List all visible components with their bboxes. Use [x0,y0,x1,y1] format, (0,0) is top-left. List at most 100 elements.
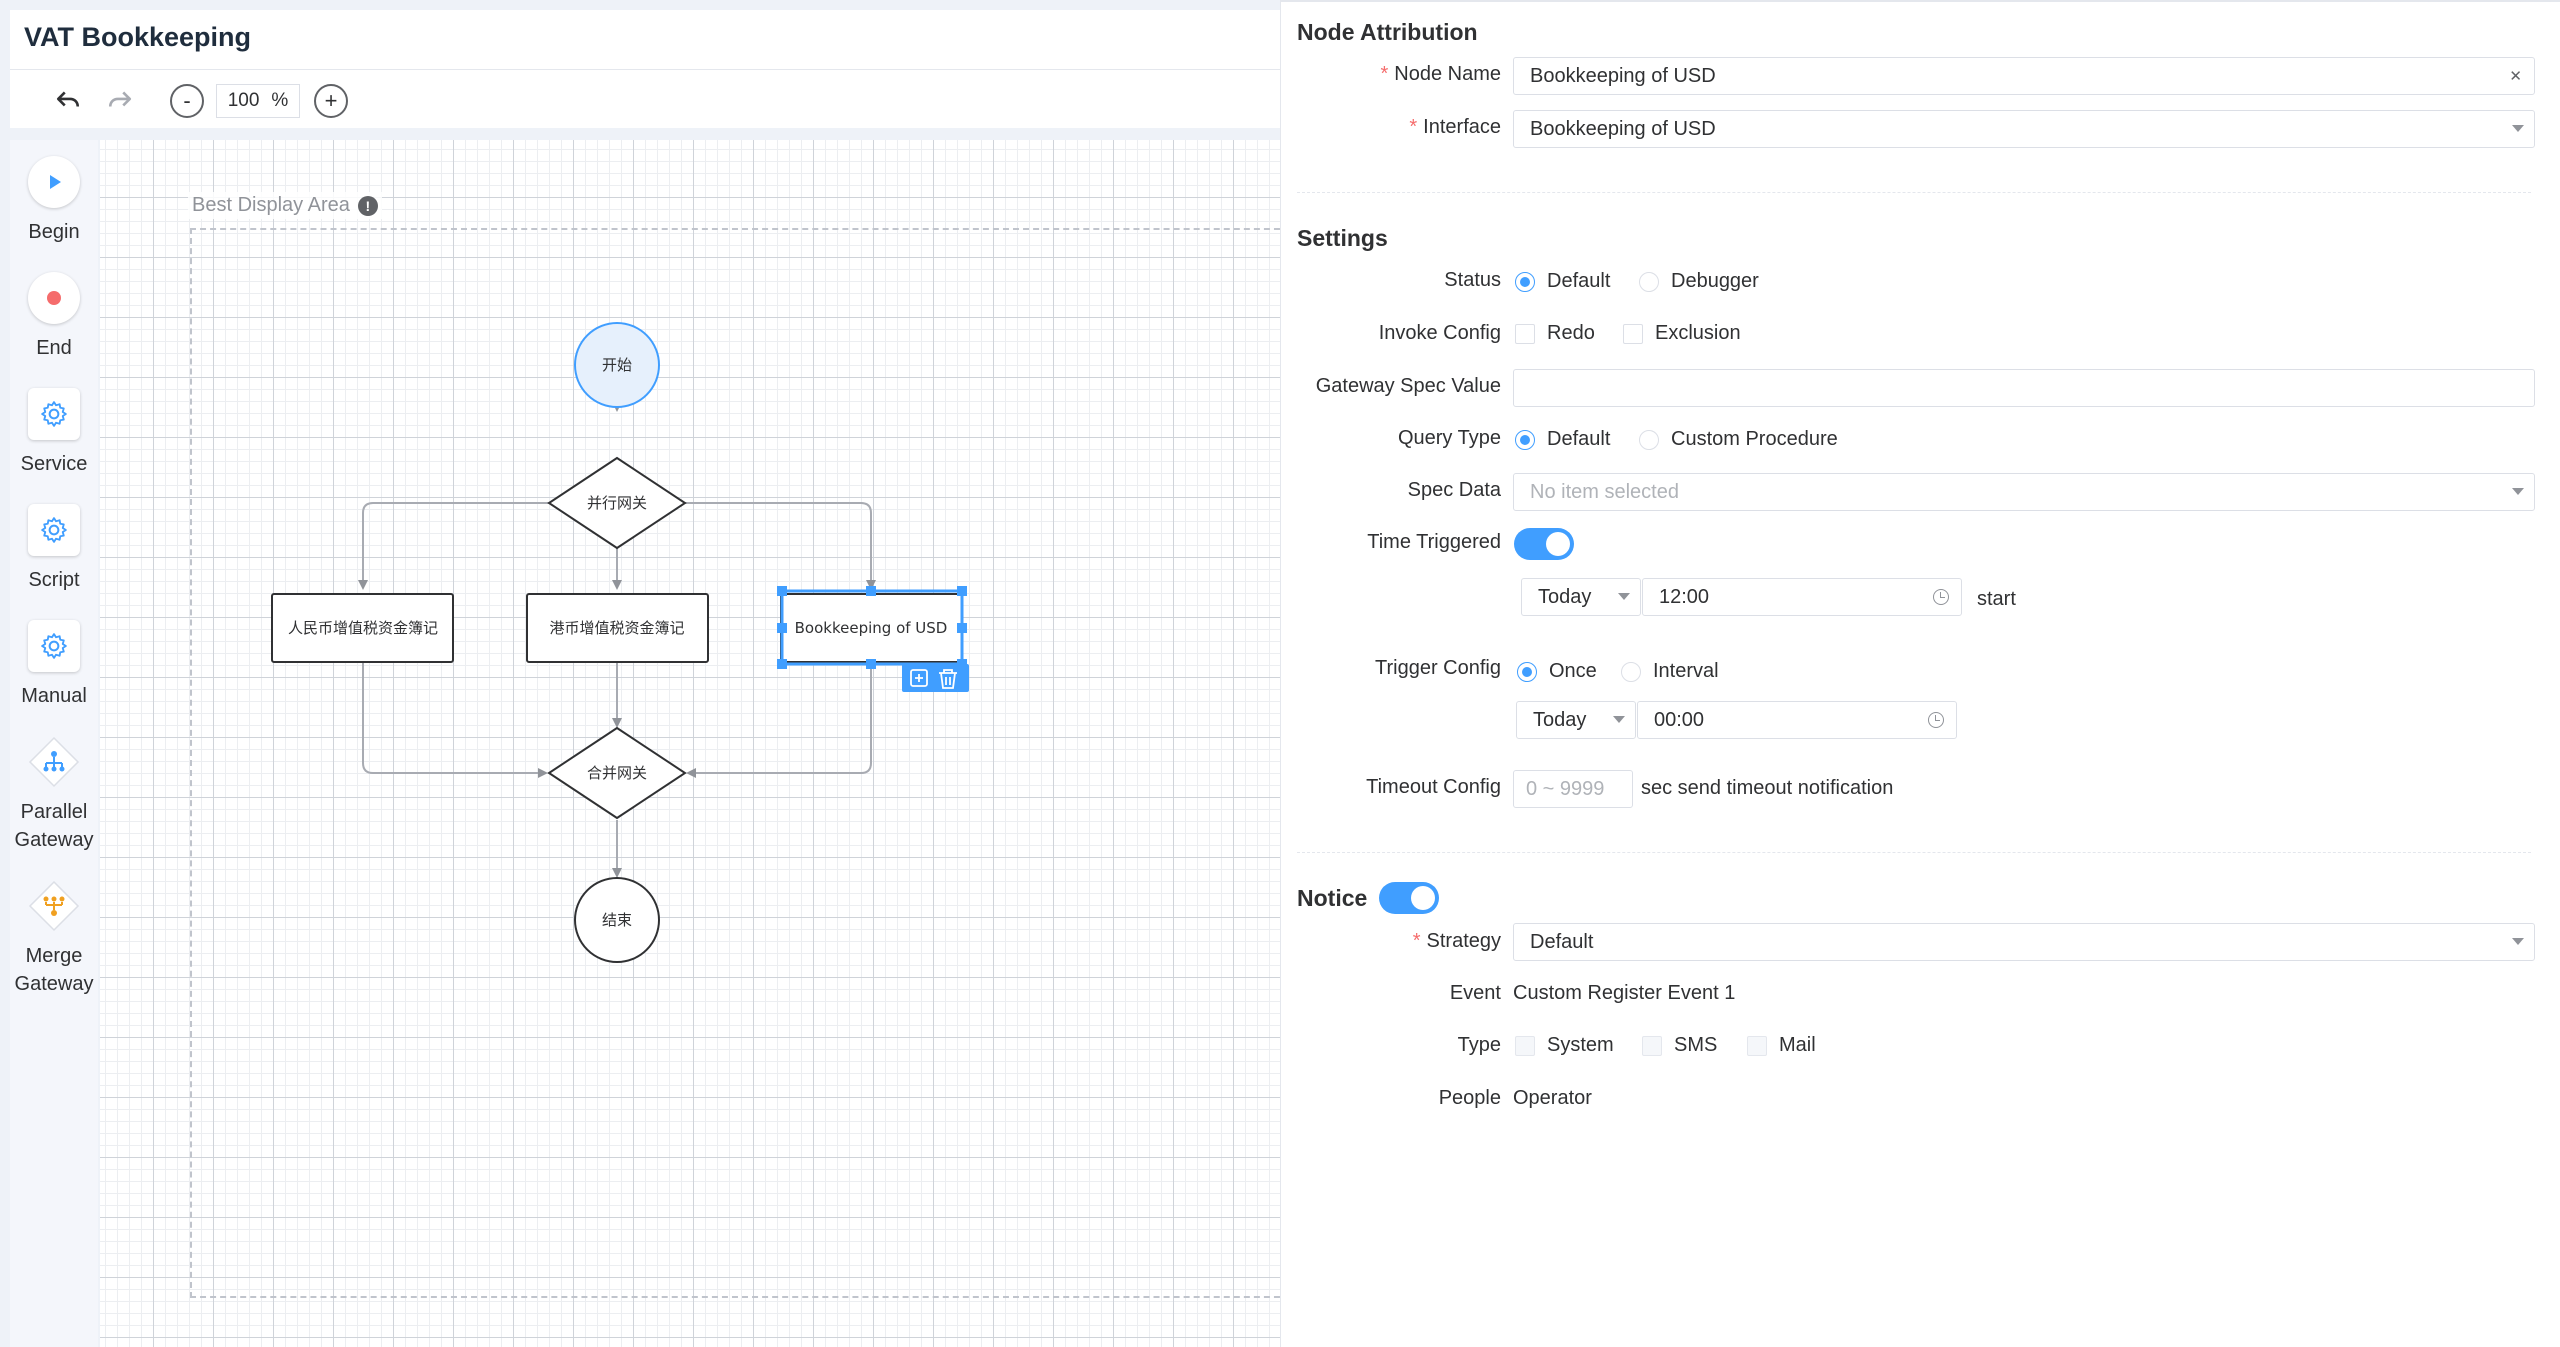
invoke-option-exclusion[interactable]: Exclusion [1623,322,1741,345]
node-attribution-title: Node Attribution [1297,19,1478,45]
radio-unchecked[interactable] [1621,661,1641,682]
trigger-day-select[interactable]: Today [1516,701,1636,739]
checkbox[interactable] [1515,323,1535,344]
query-option-custom[interactable]: Custom Procedure [1639,428,1838,451]
spec-data-select[interactable]: No item selected [1513,473,2535,511]
checkbox[interactable] [1642,1035,1662,1056]
editor-toolbar: - 100 % + [10,70,1280,128]
record-icon [28,272,80,324]
node-task-usd-selected[interactable]: Bookkeeping of USD [777,586,967,669]
best-display-area [190,228,1280,1298]
flow-diagram: 开始 并行网关 人民币增值税资金簿记 港币增值税资金簿记 [271,322,969,963]
clear-icon[interactable]: ✕ [2509,68,2522,85]
strategy-select[interactable]: Default [1513,923,2535,961]
time-picker-input[interactable]: 12:00 [1642,578,1962,616]
time-triggered-label: Time Triggered [1367,531,1501,553]
gear-icon [28,620,80,672]
edge-parallel-rmb [358,502,549,590]
notice-toggle[interactable] [1379,882,1439,914]
best-display-label: Best Display Area ! [188,192,382,219]
gateway-spec-label: Gateway Spec Value [1315,375,1501,397]
zoom-in-button[interactable]: + [314,84,348,118]
copy-node-icon[interactable] [910,669,928,687]
chevron-down-icon [1613,716,1625,723]
palette-manual[interactable]: Manual [10,620,98,710]
gateway-spec-input[interactable] [1513,369,2535,407]
info-icon[interactable]: ! [357,195,378,216]
node-palette: Begin End Service Script [10,140,98,1347]
clock-icon [1933,589,1949,605]
query-option-default[interactable]: Default [1515,428,1610,451]
node-name-label: *Node Name [1281,63,1501,86]
spec-data-label: Spec Data [1407,479,1501,501]
checkbox[interactable] [1515,1035,1535,1056]
trigger-time-input[interactable]: 00:00 [1637,701,1957,739]
query-option-label: Default [1547,428,1611,450]
event-label: Event [1449,982,1501,1004]
radio-checked[interactable] [1515,271,1535,292]
type-option-label: SMS [1674,1034,1718,1056]
flow-editor: VAT Bookkeeping - 100 % + [0,0,1280,1347]
title-bar: VAT Bookkeeping [10,10,1280,70]
trigger-option-once[interactable]: Once [1517,660,1597,683]
gear-icon [28,388,80,440]
edge-parallel-usd [685,502,876,590]
time-triggered-toggle[interactable] [1514,528,1574,560]
checkbox[interactable] [1747,1035,1767,1056]
node-end[interactable]: 结束 [574,877,660,963]
palette-service[interactable]: Service [10,388,98,478]
timeout-input[interactable]: 0 ~ 9999 [1513,770,1633,808]
palette-label: Service [20,453,88,475]
node-task-rmb[interactable]: 人民币增值税资金簿记 [271,593,454,663]
node-parallel-gateway[interactable]: 并行网关 [547,456,687,550]
type-option-sms[interactable]: SMS [1642,1034,1717,1057]
trigger-day-value: Today [1533,708,1587,731]
strategy-label-text: Strategy [1426,930,1501,952]
zoom-level-input[interactable]: 100 % [216,84,300,118]
redo-button[interactable] [102,82,138,118]
time-day-select[interactable]: Today [1521,578,1641,616]
strategy-label: *Strategy [1281,930,1501,953]
node-start[interactable]: 开始 [574,322,660,408]
radio-checked[interactable] [1515,429,1535,450]
play-icon [28,156,80,208]
node-name-input[interactable]: Bookkeeping of USD ✕ [1513,57,2535,95]
palette-label: Manual [21,685,87,707]
node-task-hkd-label: 港币增值税资金簿记 [549,619,684,637]
node-merge-gateway[interactable]: 合并网关 [547,726,687,820]
trigger-option-label: Once [1549,660,1597,682]
trash-icon[interactable] [939,669,957,689]
radio-unchecked[interactable] [1639,429,1659,450]
palette-script[interactable]: Script [10,504,98,594]
interface-select[interactable]: Bookkeeping of USD [1513,110,2535,148]
invoke-option-label: Redo [1547,322,1595,344]
interface-label: *Interface [1281,116,1501,139]
redo-icon [108,91,132,107]
node-task-hkd[interactable]: 港币增值税资金簿记 [526,593,709,663]
undo-button[interactable] [50,82,86,118]
gear-icon [28,504,80,556]
node-end-label: 结束 [602,911,632,929]
flow-edges [358,364,876,878]
palette-end[interactable]: End [10,272,98,362]
checkbox[interactable] [1623,323,1643,344]
status-option-default[interactable]: Default [1515,270,1610,293]
palette-begin[interactable]: Begin [10,156,98,246]
required-mark: * [1380,63,1389,85]
flow-canvas[interactable]: Best Display Area ! [100,140,1280,1347]
invoke-option-redo[interactable]: Redo [1515,322,1595,345]
zoom-value: 100 [227,90,260,111]
radio-checked[interactable] [1517,661,1537,682]
people-label: People [1438,1087,1501,1109]
timeout-suffix: sec send timeout notification [1641,777,1894,799]
type-option-mail[interactable]: Mail [1747,1034,1816,1057]
notice-title: Notice [1297,885,1368,911]
type-option-system[interactable]: System [1515,1034,1614,1057]
trigger-option-interval[interactable]: Interval [1621,660,1719,683]
palette-parallel-gateway[interactable]: Parallel Gateway [10,736,98,854]
radio-unchecked[interactable] [1639,271,1659,292]
zoom-out-button[interactable]: - [170,84,204,118]
status-option-debugger[interactable]: Debugger [1639,270,1759,293]
palette-merge-gateway[interactable]: Merge Gateway [10,880,98,998]
parallel-gateway-icon [28,736,80,788]
